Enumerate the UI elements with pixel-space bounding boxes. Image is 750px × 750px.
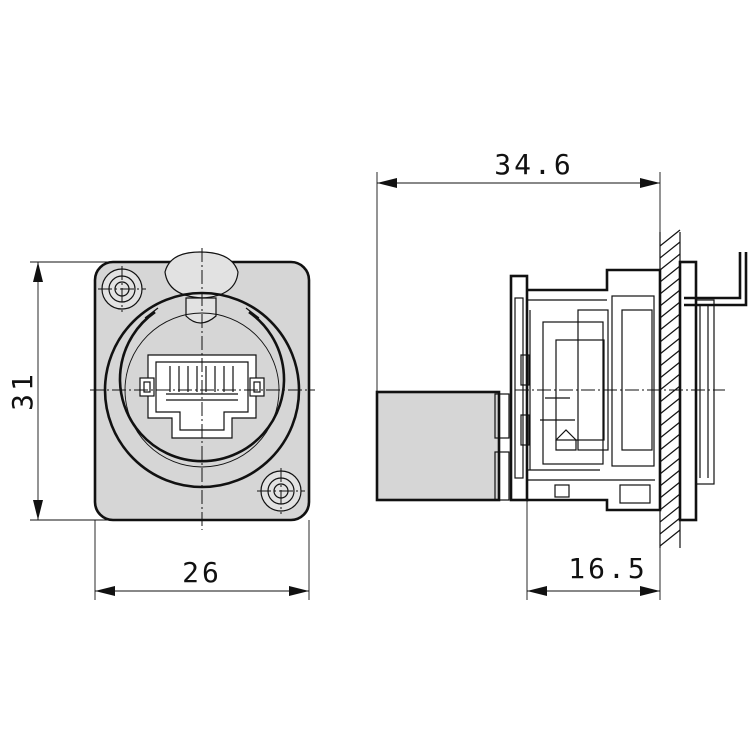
hatch-line — [659, 469, 681, 487]
hatch-line — [659, 313, 681, 331]
rj45-socket — [139, 354, 265, 439]
dimension-total-depth: 34.6 — [376, 148, 661, 392]
hatch-line — [659, 253, 681, 271]
rear-flange — [509, 274, 529, 502]
hatch-line — [659, 241, 681, 259]
inner-ring-left — [118, 310, 286, 463]
side-view — [375, 229, 748, 548]
dimension-total-depth-label: 34.6 — [494, 148, 573, 181]
rj45-contacts — [169, 366, 234, 392]
dimension-width: 26 — [94, 520, 310, 600]
panel-hatch — [659, 229, 681, 547]
hatch-line — [659, 529, 681, 547]
dimension-panel-depth: 16.5 — [526, 500, 661, 600]
hatch-line — [659, 337, 681, 355]
dimension-height-label: 31 — [6, 371, 39, 411]
hatch-line — [659, 265, 681, 283]
hatch-line — [659, 409, 681, 427]
dimension-height: 31 — [6, 261, 120, 521]
dimension-width-label: 26 — [182, 556, 222, 589]
hatch-line — [659, 397, 681, 415]
hatch-line — [659, 505, 681, 523]
dimension-panel-depth-label: 16.5 — [568, 552, 647, 585]
hatch-line — [659, 457, 681, 475]
hatch-line — [659, 229, 681, 247]
latch-lever — [684, 252, 748, 307]
hatch-line — [659, 421, 681, 439]
hatch-line — [659, 517, 681, 535]
front-view — [90, 248, 315, 530]
hatch-line — [659, 277, 681, 295]
hatch-line — [659, 481, 681, 499]
hatch-line — [659, 445, 681, 463]
hatch-line — [659, 349, 681, 367]
hatch-line — [659, 361, 681, 379]
inner-ring-left-end — [144, 307, 260, 319]
latch-tab — [185, 297, 217, 324]
hatch-line — [659, 325, 681, 343]
hatch-line — [659, 373, 681, 391]
hatch-line — [659, 433, 681, 451]
hatch-line — [659, 385, 681, 403]
hatch-line — [659, 289, 681, 307]
hatch-line — [659, 301, 681, 319]
plug-body — [375, 390, 501, 502]
hatch-line — [659, 493, 681, 511]
front-flange-side — [678, 260, 698, 522]
